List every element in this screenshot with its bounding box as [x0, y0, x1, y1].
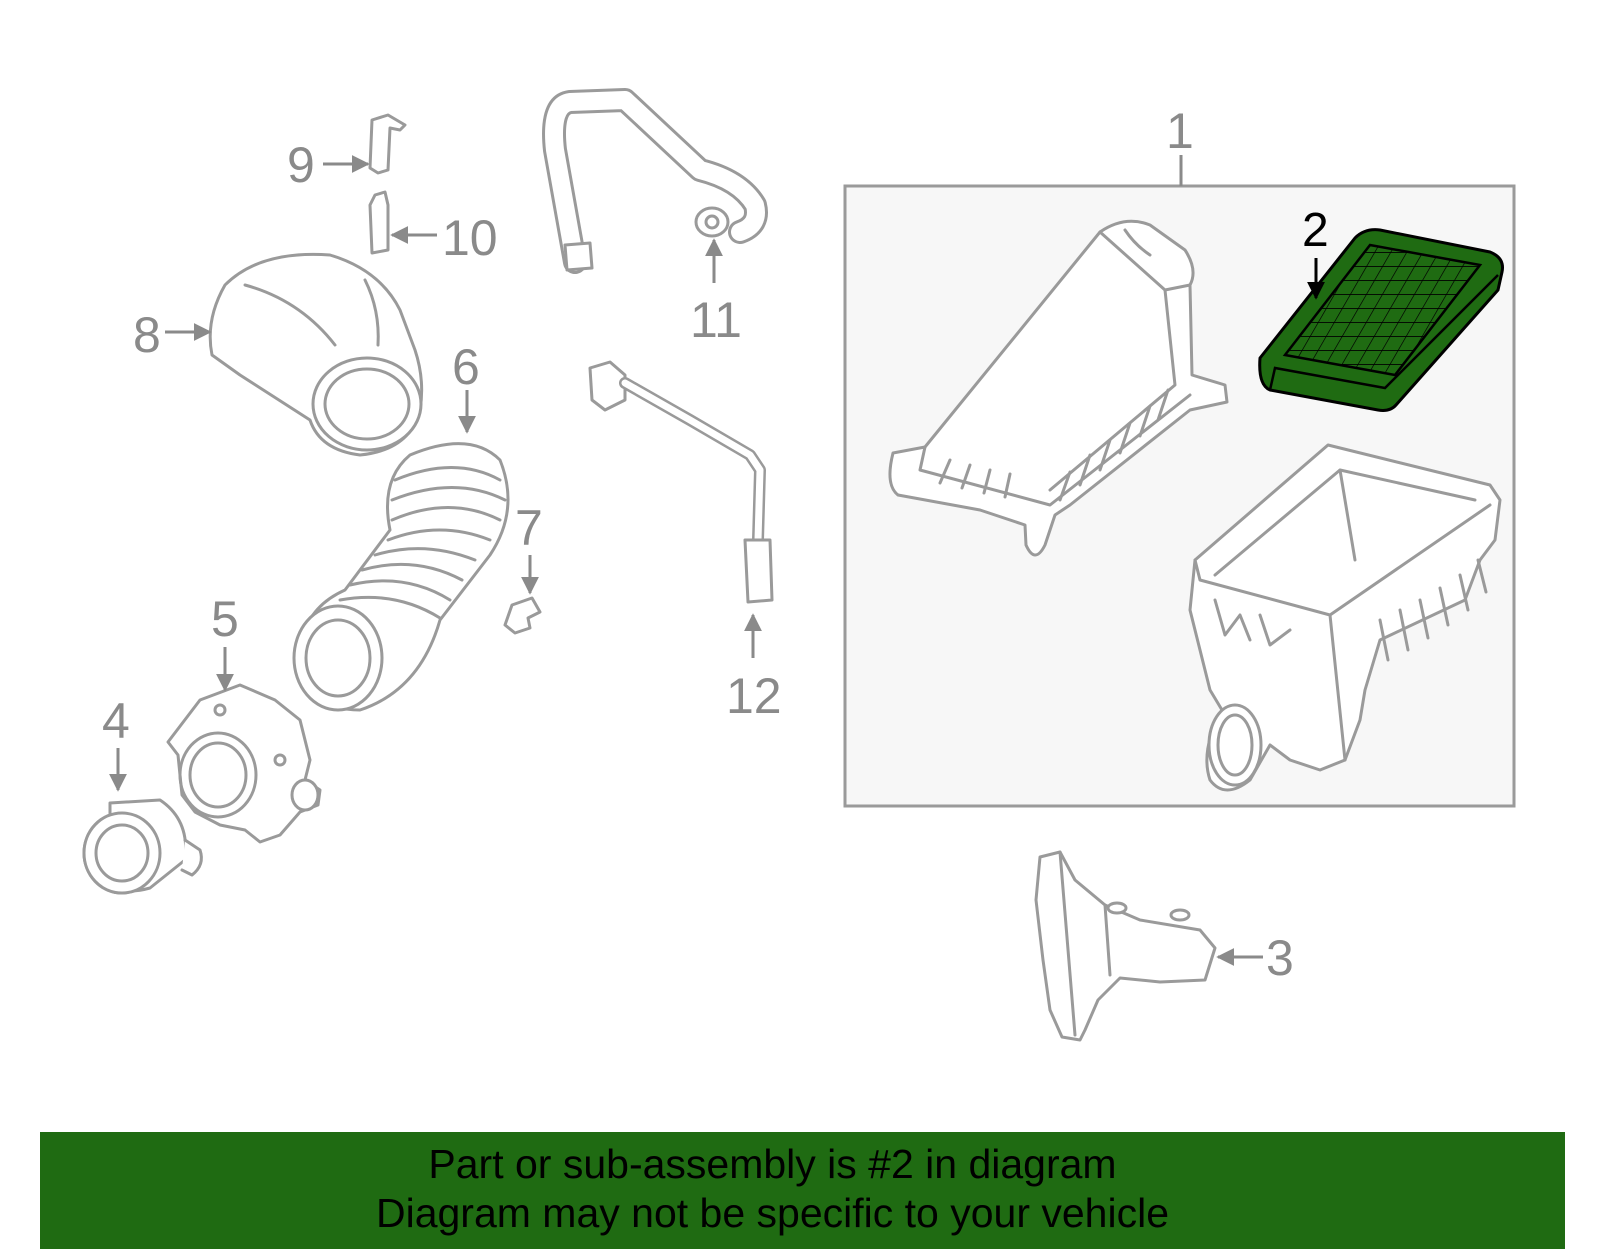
breather-tube: 12 [588, 360, 782, 724]
vacuum-fitting: 9 [287, 113, 407, 193]
callout-10: 10 [442, 210, 498, 266]
intake-elbow-duct: 8 [133, 252, 424, 457]
callout-7: 7 [515, 500, 543, 556]
air-cleaner-assembly-group: 1 2 [843, 103, 1516, 808]
callout-11: 11 [690, 292, 742, 348]
callout-1: 1 [1166, 103, 1194, 159]
mounting-bracket: 3 [1034, 850, 1294, 1042]
callout-9: 9 [287, 137, 315, 193]
callout-5: 5 [211, 591, 239, 647]
pcv-hose: 11 [542, 88, 768, 348]
callout-6: 6 [452, 339, 480, 395]
coupler-ring: 4 [82, 693, 203, 895]
info-banner: Part or sub-assembly is #2 in diagram Di… [40, 1132, 1565, 1249]
callout-2: 2 [1302, 204, 1329, 257]
hose-clip: 7 [503, 500, 543, 635]
callout-8: 8 [133, 307, 161, 363]
upper-housing [888, 219, 1229, 557]
lower-housing [1188, 443, 1502, 792]
banner-line-1: Part or sub-assembly is #2 in diagram [428, 1141, 1117, 1187]
grommet: 10 [368, 190, 498, 266]
air-filter-element-highlighted: 2 [1258, 204, 1504, 412]
callout-4: 4 [102, 693, 130, 749]
intake-bellows-hose: 6 [292, 339, 510, 712]
mass-air-flow-sensor: 5 [166, 591, 322, 844]
callout-3: 3 [1266, 930, 1294, 986]
banner-line-2: Diagram may not be specific to your vehi… [375, 1190, 1169, 1236]
callout-12: 12 [726, 668, 782, 724]
